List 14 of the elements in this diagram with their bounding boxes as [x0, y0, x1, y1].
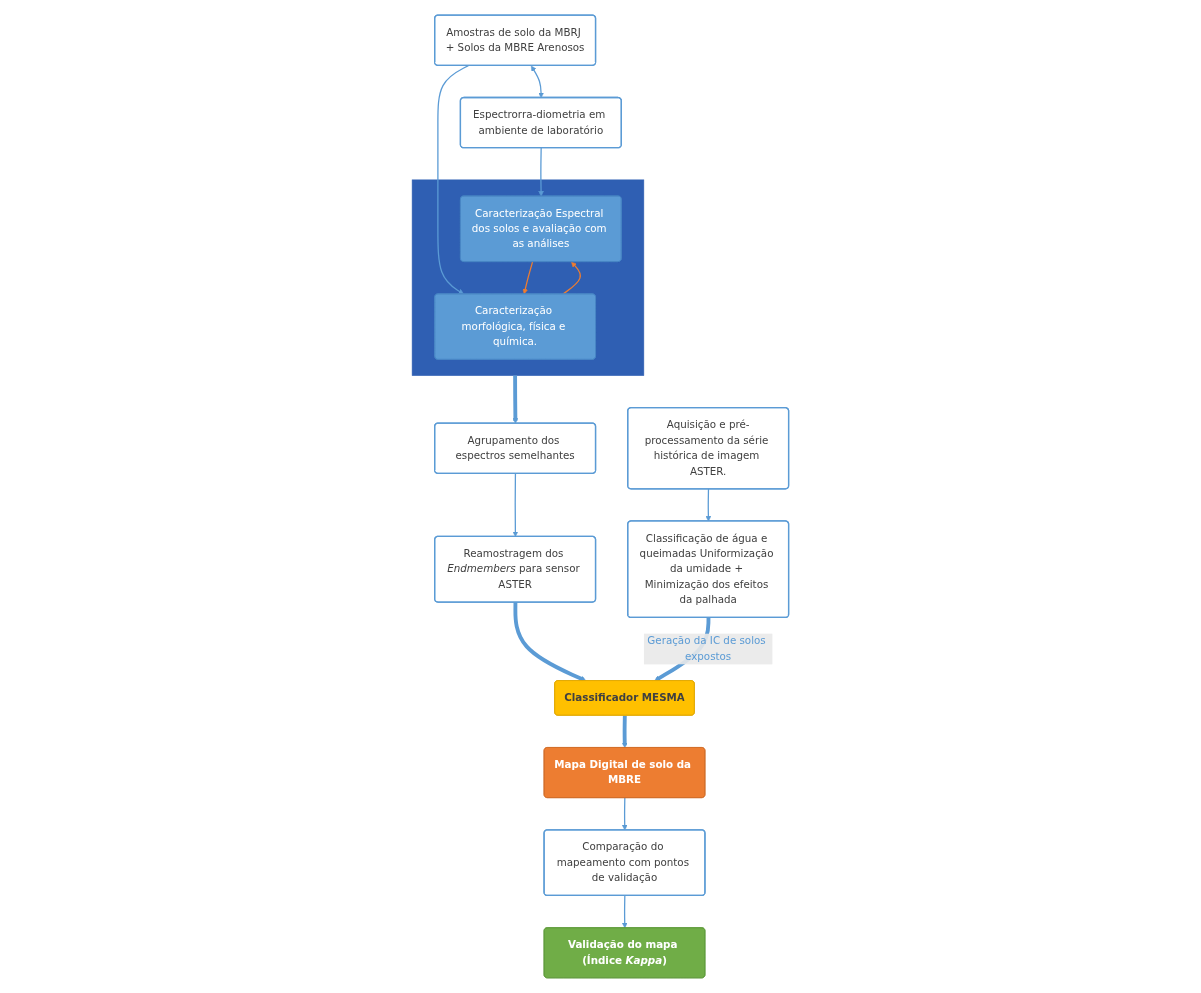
arrow	[622, 895, 628, 929]
arrow	[522, 261, 534, 295]
arrow	[531, 65, 545, 99]
arrow	[705, 488, 712, 522]
arrow	[562, 261, 582, 295]
edge-label: Geração da IC de solos expostos	[647, 634, 766, 663]
arrow	[513, 602, 587, 682]
arrow	[622, 797, 628, 831]
arrow	[622, 715, 628, 749]
arrow	[538, 147, 545, 197]
arrow	[512, 473, 519, 537]
cluster	[411, 179, 645, 376]
arrow	[512, 375, 519, 424]
arrow	[437, 65, 470, 295]
